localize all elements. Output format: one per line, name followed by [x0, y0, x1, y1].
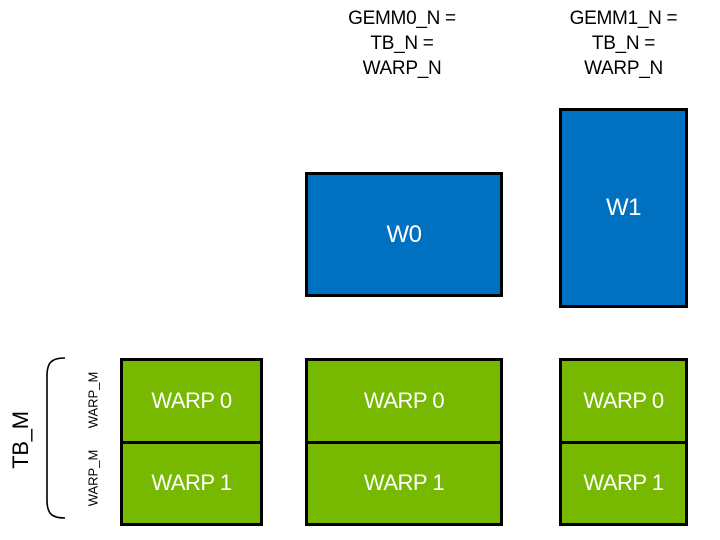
- gemm1-header-line3: WARP_N: [584, 58, 663, 79]
- warp1-cell: WARP 1: [123, 444, 260, 524]
- threadblock-tile-right: WARP 0 WARP 1: [559, 358, 688, 526]
- w1-accumulator-box: W1: [559, 108, 688, 308]
- warp0-cell: WARP 0: [123, 361, 260, 441]
- tb-m-bracket: [46, 357, 66, 519]
- warp-divider: [123, 440, 260, 444]
- tb-m-label: TB_M: [8, 411, 33, 469]
- gemm0-header-line2: TB_N =: [370, 33, 434, 54]
- w0-label: W0: [386, 220, 423, 248]
- warp0-cell: WARP 0: [562, 361, 685, 441]
- warp-m-label-bottom: WARP_M: [85, 449, 101, 507]
- warp1-cell: WARP 1: [562, 444, 685, 524]
- w1-label: W1: [606, 194, 642, 221]
- gemm1-header-line2: TB_N =: [591, 33, 656, 54]
- warp0-cell: WARP 0: [308, 361, 500, 441]
- gemm0-header-line3: WARP_N: [362, 58, 442, 79]
- warp1-label: WARP 1: [363, 470, 445, 496]
- warp1-label: WARP 1: [583, 470, 664, 496]
- gemm1-header-line1: GEMM1_N =: [569, 8, 678, 29]
- warp0-label: WARP 0: [151, 387, 232, 413]
- warp-m-label-top: WARP_M: [85, 371, 101, 429]
- gemm1-column-header: GEMM1_N = TB_N = WARP_N: [549, 6, 698, 81]
- warp1-cell: WARP 1: [308, 444, 500, 524]
- warp1-label: WARP 1: [151, 470, 232, 496]
- gemm0-header-line1: GEMM0_N =: [348, 8, 456, 29]
- warp0-label: WARP 0: [583, 387, 664, 413]
- threadblock-tile-middle: WARP 0 WARP 1: [305, 358, 503, 526]
- threadblock-tile-left: WARP 0 WARP 1: [120, 358, 263, 526]
- gemm0-column-header: GEMM0_N = TB_N = WARP_N: [303, 6, 501, 81]
- w0-accumulator-box: W0: [305, 172, 503, 297]
- warp-divider: [562, 440, 685, 444]
- warp0-label: WARP 0: [363, 387, 445, 413]
- warp-divider: [308, 440, 500, 444]
